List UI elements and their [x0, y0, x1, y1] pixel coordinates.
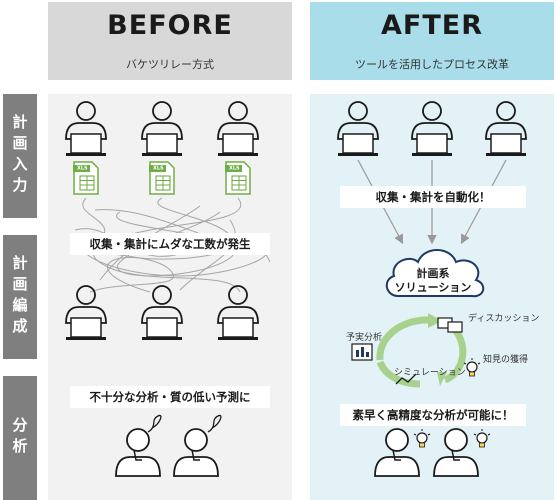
after-automate-label: 収集・集計を自動化！ [340, 186, 526, 208]
cycle-simulation-label: シミュレーション [394, 368, 466, 378]
before-person-2 [141, 101, 183, 157]
knowledge-bulb-icon [463, 357, 481, 377]
cloud-label-2: ソリューション [395, 281, 472, 294]
after-person-3 [485, 101, 527, 157]
before-analysis-label: 不十分な分析・質の低い予測に [70, 386, 270, 408]
after-person-1 [337, 101, 379, 157]
confused-squiggle-icon [147, 414, 222, 433]
before-title: BEFORE [107, 10, 233, 41]
before-subtitle: バケツリレー方式 [126, 58, 214, 71]
side-label-analysis: 分析 [3, 376, 37, 500]
before-person-4 [65, 285, 107, 341]
after-header: AFTER ツールを活用したプロセス改革 [310, 2, 554, 80]
xls-badge: XLS [153, 166, 164, 172]
cloud-label-1: 計画系 [417, 266, 450, 280]
before-thinker-2 [173, 428, 219, 477]
side-label-compile: 計画編成 [3, 235, 37, 359]
before-collect-label: 収集・集計にムダな工数が発生 [70, 233, 270, 255]
cycle-knowledge-label: 知見の獲得 [483, 355, 529, 365]
xls-badge: XLS [229, 166, 240, 172]
idea-bulb-icon [473, 428, 491, 448]
cycle-discussion-label: ディスカッション [468, 314, 540, 324]
before-person-6 [217, 285, 259, 341]
cycle-arrows [376, 316, 467, 388]
after-thinker-2 [433, 428, 479, 477]
after-title: AFTER [381, 10, 483, 41]
before-thinker-1 [115, 428, 161, 477]
chart-icon [351, 343, 373, 361]
cycle-arrowhead [437, 372, 447, 386]
solution-cloud-icon [385, 249, 485, 298]
cycle-arrowhead [428, 313, 442, 328]
after-person-2 [411, 101, 453, 157]
before-person-3 [217, 101, 259, 157]
side-label-input: 計画入力 [3, 94, 37, 218]
idea-bulb-icon [413, 428, 431, 448]
before-person-5 [141, 285, 183, 341]
chat-icon [437, 317, 463, 333]
before-person-1 [65, 101, 107, 157]
simulation-icon [395, 373, 417, 385]
after-subtitle: ツールを活用したプロセス改革 [355, 58, 509, 71]
xls-badge: XLS [77, 166, 88, 172]
after-result-label: 素早く高精度な分析が可能に！ [340, 404, 526, 426]
before-header: BEFORE バケツリレー方式 [48, 2, 292, 80]
cycle-forecast-label: 予実分析 [346, 333, 383, 343]
after-thinker-1 [374, 428, 420, 477]
